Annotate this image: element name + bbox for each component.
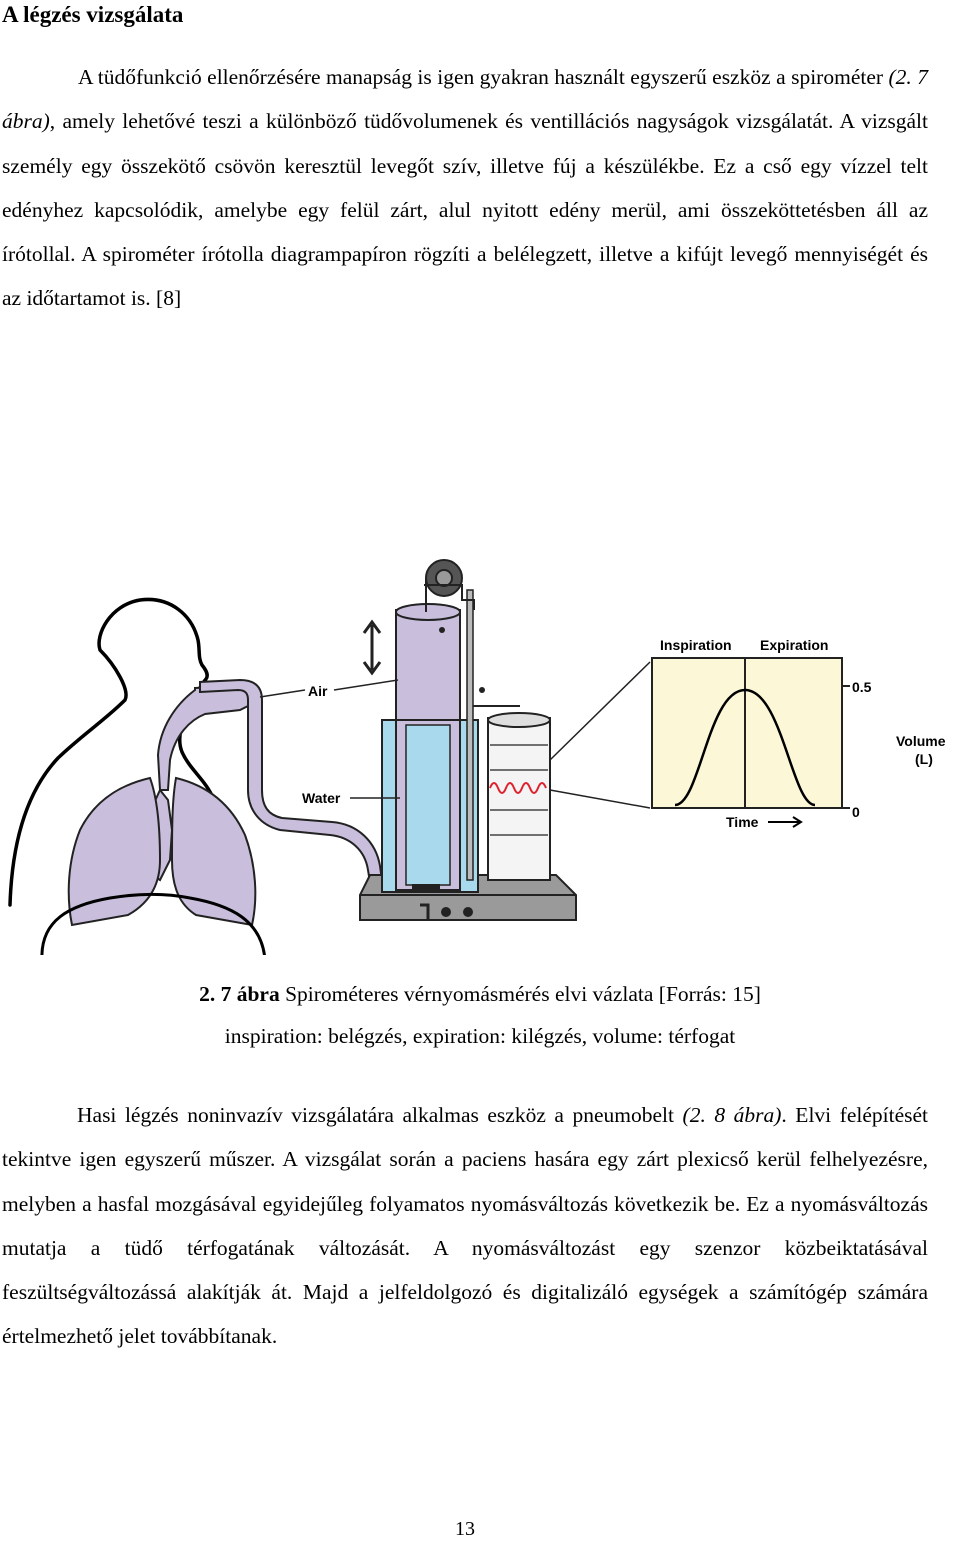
- zoom-line-bottom: [549, 789, 651, 809]
- ribcage-outline: [40, 892, 266, 955]
- air-label-line: [259, 689, 306, 698]
- inspiration-label: Inspiration: [660, 637, 732, 653]
- spirogram-trace: [489, 782, 547, 794]
- time-label: Time: [726, 814, 759, 830]
- figure-number: 2. 7 ábra: [199, 982, 280, 1006]
- section-heading: A légzés vizsgálata: [2, 2, 184, 27]
- figure-reference: (2. 8 ábra): [682, 1103, 782, 1127]
- expiration-label: Expiration: [760, 637, 828, 653]
- paragraph-text: A tüdőfunkció ellenőrzésére manapság is …: [78, 65, 889, 89]
- air-pointer-line: [333, 679, 399, 691]
- paragraph-text: Hasi légzés noninvazív vizsgálatára alka…: [77, 1103, 683, 1127]
- paragraph-pneumobelt: Hasi légzés noninvazív vizsgálatára alka…: [2, 1093, 928, 1359]
- time-arrow: [768, 816, 803, 828]
- water-label: Water: [302, 790, 341, 806]
- zoom-line-top: [549, 661, 651, 761]
- paragraph-text: , amely lehetővé teszi a különböző tüdőv…: [2, 109, 928, 311]
- paragraph-text: . Elvi felépítését tekintve igen egyszer…: [2, 1103, 929, 1349]
- figure-caption-glossary: inspiration: belégzés, expiration: kilég…: [224, 1024, 736, 1048]
- volume-time-graph: Inspiration Expiration 0.5 0 Time Volume…: [651, 637, 946, 830]
- spirometer-apparatus: [359, 559, 577, 921]
- lungs-illustration: [67, 684, 257, 927]
- volume-label-line2: (L): [915, 751, 933, 767]
- tick-label-top: 0.5: [852, 679, 872, 695]
- page-number: 13: [455, 1518, 475, 1540]
- figure-reference: (2. 7 ábra): [2, 65, 928, 134]
- tick-label-bottom: 0: [852, 804, 860, 820]
- volume-label-line1: Volume: [896, 733, 946, 749]
- caption-text: Spirométeres vérnyomásmérés elvi vázlata…: [279, 982, 761, 1006]
- air-label: Air: [308, 683, 328, 699]
- figure-caption: 2. 7 ábra Spirométeres vérnyomásmérés el…: [0, 980, 960, 1008]
- volume-curve: [674, 688, 816, 807]
- spirometer-figure: Air Water Inspiration Expiration 0.5 0 T…: [8, 559, 946, 955]
- paragraph-spirometer: A tüdőfunkció ellenőrzésére manapság is …: [2, 55, 928, 321]
